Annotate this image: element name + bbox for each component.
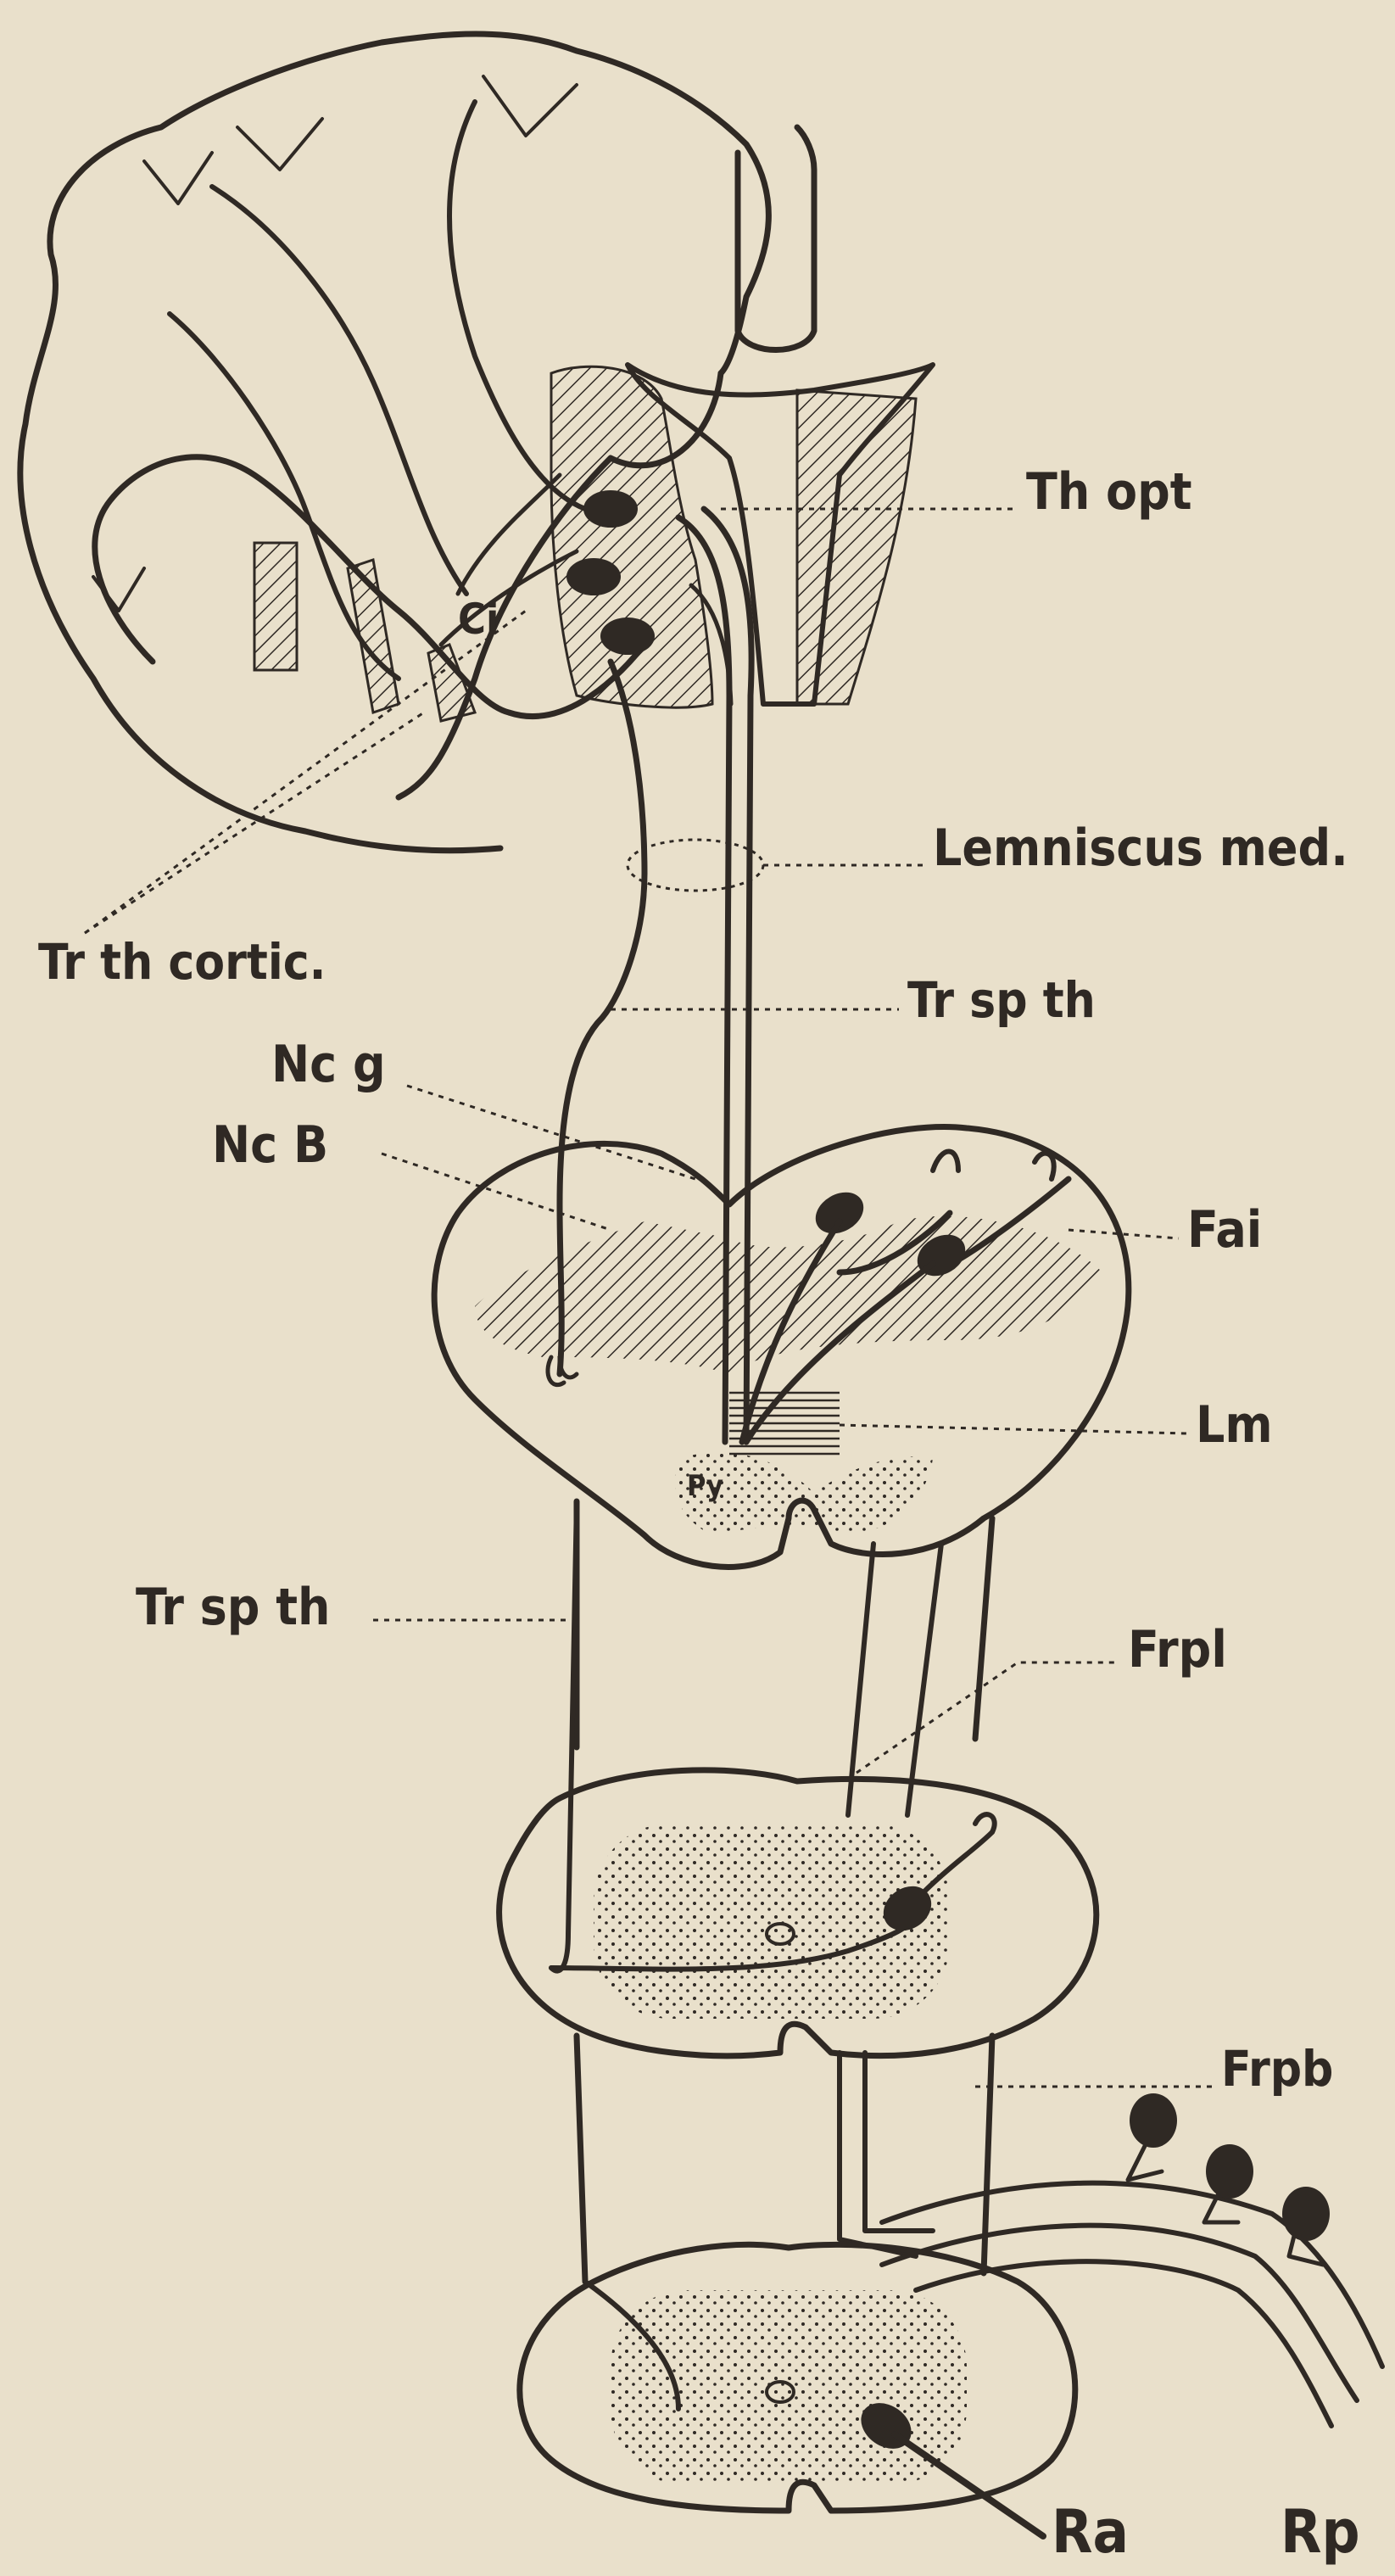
frpl-fiber-1 [848,1544,873,1815]
thalamic-cell-1 [583,490,638,528]
label-rp: Rp [1281,2502,1360,2562]
brainstem-stalk [738,127,814,350]
sulcus-2 [212,187,466,594]
frpb-fiber-2 [865,2053,933,2231]
frpb-fiber-1 [840,2053,916,2256]
label-ra: Ra [1052,2502,1129,2562]
label-tr-th-cortic: Tr th cortic. [38,937,326,986]
thalamus [441,365,933,707]
lower-cord-gray-matter [611,2290,967,2485]
thalamus-right-mass [797,390,916,704]
label-frpl: Frpl [1128,1624,1227,1675]
medulla-section [434,1126,1129,1567]
basal-nucleus-2 [348,560,399,712]
label-ci: Ci [458,598,499,640]
lower-cord [520,2036,1075,2536]
reticular-formation-hatch [475,1216,1102,1374]
label-lm: Lm [1196,1400,1273,1450]
label-py: Py [687,1472,723,1500]
label-frpb: Frpb [1221,2044,1333,2093]
thalamic-cell-2 [566,558,621,595]
frpl-fiber-2 [907,1544,941,1815]
label-tr-sp-th-lower: Tr sp th [136,1582,330,1633]
ventral-root [895,2434,1043,2536]
label-tr-sp-th-upper: Tr sp th [907,975,1096,1025]
lemniscus-cross-section [628,840,763,891]
label-th-opt: Th opt [1026,467,1192,517]
label-fai: Fai [1187,1204,1262,1255]
ganglion-cell-2 [1206,2144,1253,2199]
ganglion-cell-3 [1282,2187,1330,2241]
thalamus-left-mass [551,366,712,707]
label-nc-g: Nc g [271,1039,386,1090]
label-nc-b: Nc B [212,1120,328,1171]
ganglion-cell-1 [1130,2093,1177,2148]
thalamic-cell-3 [600,617,655,655]
basal-nucleus-1 [254,543,297,670]
cerebral-hemisphere [20,34,814,851]
label-lemniscus-med: Lemniscus med. [933,823,1348,874]
upper-cord [499,1501,1096,2056]
